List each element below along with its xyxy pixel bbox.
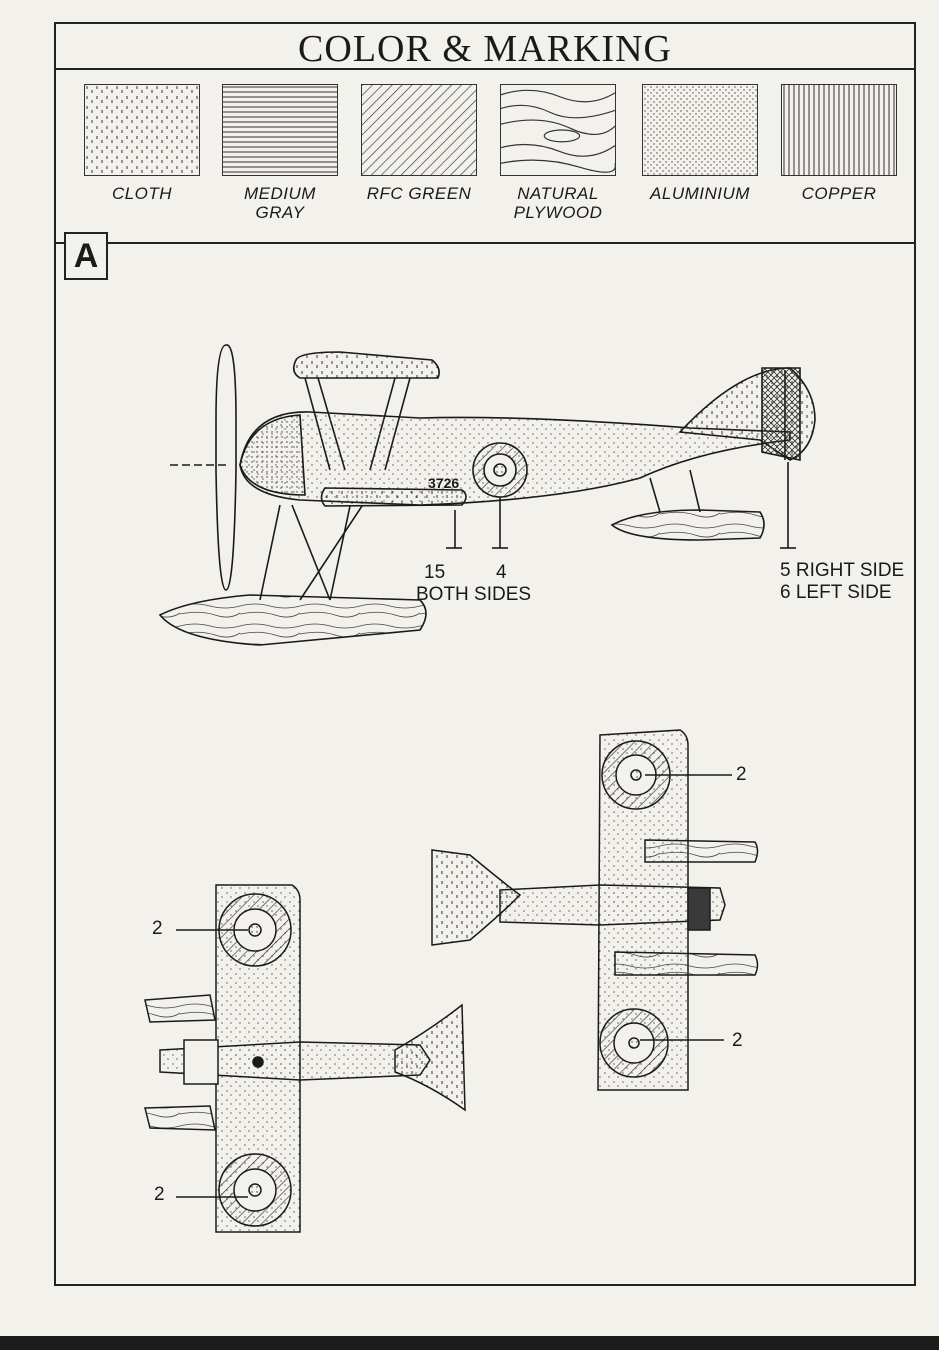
copper-swatch [781, 84, 897, 176]
aluminium-label: ALUMINIUM [650, 184, 750, 203]
rfc-green-label: RFC GREEN [366, 184, 472, 203]
bottom-view-callout-upper: 2 [736, 764, 747, 785]
callout-right-side: 5 RIGHT SIDE [780, 560, 905, 581]
callout-left-side: 6 LEFT SIDE [780, 582, 892, 603]
cloth-label: CLOTH [111, 184, 173, 203]
aircraft-serial: 3726 [428, 475, 459, 491]
callout-15: 15 [424, 562, 446, 583]
page-title: COLOR & MARKING [298, 28, 672, 70]
title-band: COLOR & MARKING [56, 24, 914, 70]
top-view-callout-upper: 2 [152, 918, 163, 939]
color-legend: CLOTH MEDIUM GRAY RFC GREEN NATURAL PLYW… [56, 70, 914, 244]
section-tag: A [64, 232, 108, 280]
page-frame: COLOR & MARKING CLOTH MEDIUM GRAY RFC GR… [54, 22, 916, 1286]
medium-gray-label: MEDIUM GRAY [244, 184, 316, 222]
copper-label: COPPER [801, 184, 877, 203]
scan-bottom-edge [0, 1336, 939, 1350]
callout-4: 4 [496, 562, 507, 583]
aluminium-swatch [642, 84, 758, 176]
top-view-callout-lower: 2 [154, 1184, 165, 1205]
natural-plywood-swatch [500, 84, 616, 176]
callout-both-sides: BOTH SIDES [416, 584, 532, 605]
rfc-green-swatch [361, 84, 477, 176]
medium-gray-swatch [222, 84, 338, 176]
bottom-view-callout-lower: 2 [732, 1030, 743, 1051]
cloth-swatch [84, 84, 200, 176]
natural-plywood-label: NATURAL PLYWOOD [513, 184, 603, 222]
